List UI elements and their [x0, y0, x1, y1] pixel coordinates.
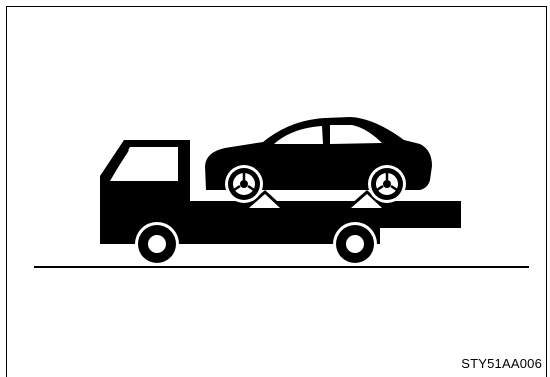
car-rear-wheel: [368, 165, 406, 203]
sedan-car-icon: [205, 117, 432, 203]
truck-rear-wheel: [333, 222, 377, 266]
truck-front-wheel: [135, 222, 179, 266]
figure-code-label: STY51AA006: [461, 356, 542, 371]
truck-flatbed: [190, 201, 461, 228]
car-front-wheel: [225, 165, 263, 203]
